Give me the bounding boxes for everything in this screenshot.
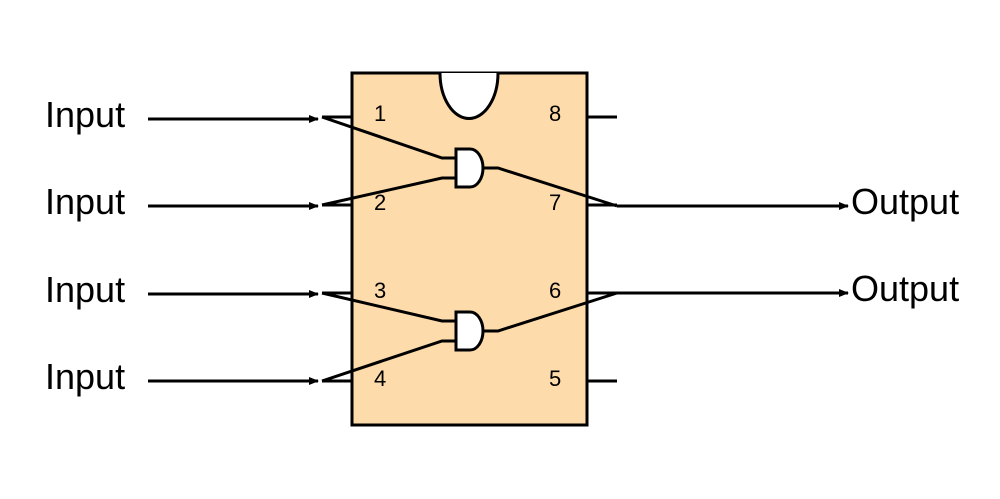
wire-gate2-to-pin6: [482, 291, 618, 333]
chip-body: [350, 71, 589, 427]
and-gate-bottom: [454, 310, 485, 352]
pin-number-7: 7: [549, 190, 561, 215]
pin-number-6: 6: [549, 278, 561, 303]
output-label-1: Output: [851, 181, 959, 222]
pin-number-1: 1: [374, 101, 386, 126]
wire-pin4-to-gate2: [321, 339, 458, 383]
wire-pin3-to-gate2: [321, 291, 458, 323]
input-label-1: Input: [45, 94, 125, 135]
wire-gate1-to-pin7: [482, 166, 618, 208]
input-label-2: Input: [45, 181, 125, 222]
and-gate-top: [454, 147, 485, 189]
pin-number-4: 4: [374, 366, 386, 391]
output-label-2: Output: [851, 268, 959, 309]
input-label-4: Input: [45, 356, 125, 397]
wire-pin1-to-gate1: [321, 115, 458, 160]
pin-number-2: 2: [374, 190, 386, 215]
chip-notch: [438, 72, 500, 121]
pin-number-5: 5: [549, 366, 561, 391]
pin-number-3: 3: [374, 278, 386, 303]
input-label-3: Input: [45, 269, 125, 310]
wire-pin2-to-gate1: [321, 176, 458, 207]
pin-number-8: 8: [549, 101, 561, 126]
